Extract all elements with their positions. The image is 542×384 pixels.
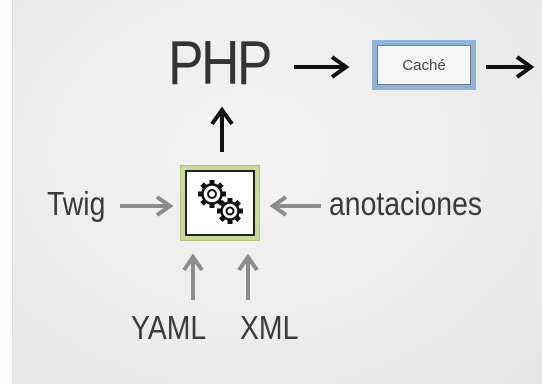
arrow-annotations-to-gears [269, 195, 321, 217]
arrow-yaml-to-gears [182, 253, 204, 300]
frame-left-border [0, 0, 13, 384]
twig-label: Twig [47, 185, 106, 222]
config-loader-box [180, 165, 260, 241]
arrow-gears-to-php [210, 106, 234, 152]
arrow-cache-to-output [486, 55, 535, 79]
xml-label: XML [240, 309, 299, 346]
yaml-label: YAML [131, 309, 207, 346]
arrow-php-to-cache [294, 55, 350, 79]
cache-box-inner: Caché [377, 45, 471, 85]
arrow-xml-to-gears [237, 253, 259, 300]
gears-icon [198, 180, 243, 224]
php-label: PHP [168, 29, 272, 98]
annotations-label: anotaciones [329, 185, 483, 222]
cache-box: Caché [372, 40, 476, 90]
cache-label: Caché [402, 56, 446, 74]
arrow-twig-to-gears [120, 195, 174, 217]
config-loader-inner [185, 170, 255, 236]
